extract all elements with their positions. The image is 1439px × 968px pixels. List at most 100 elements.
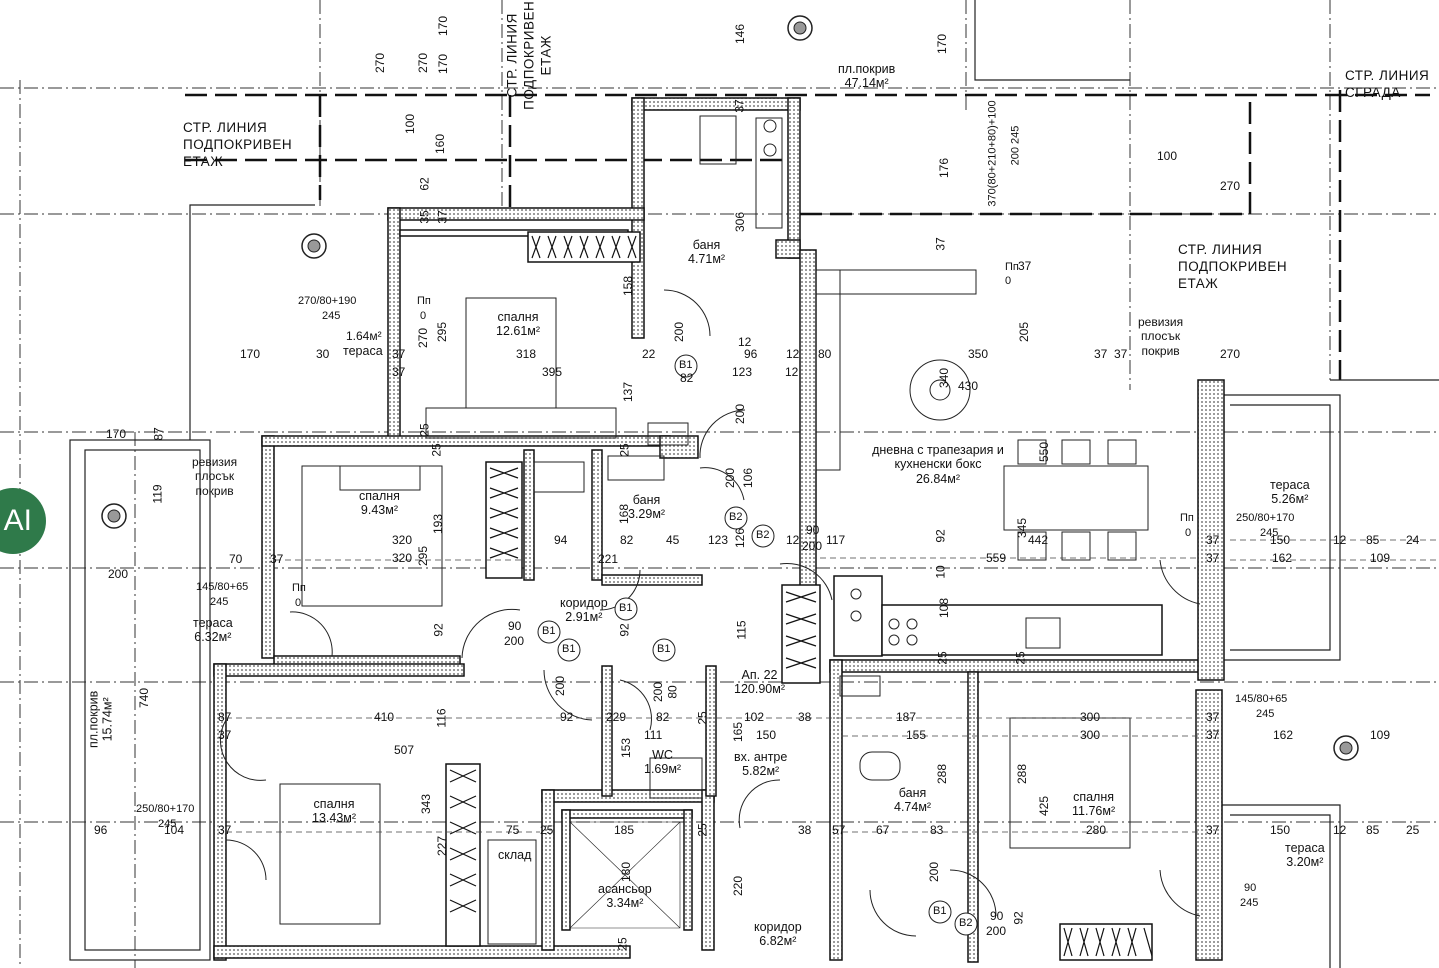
dim-label: 25 (1013, 651, 1028, 665)
dim-label: 150 (1270, 533, 1291, 547)
dim-label: 0 (295, 597, 302, 609)
room-storage: склад (498, 848, 532, 862)
dim-label: 82 (680, 371, 694, 385)
dim-label: 345 (1015, 517, 1030, 539)
dim-label: 57 (832, 823, 846, 837)
dim-label: 37 (218, 823, 232, 837)
dim-label: 37 (218, 728, 232, 742)
dim-label: 320 (392, 551, 413, 565)
dim-label: Пп (1180, 512, 1194, 524)
dim-label: 220 (731, 875, 746, 897)
dim-label: 37 (392, 347, 406, 361)
dim-label: 25 (617, 443, 632, 457)
dim-label: 25 (429, 443, 444, 457)
dim-label: 37 (392, 365, 406, 379)
dim-label: 83 (930, 823, 944, 837)
ai-badge[interactable]: AI (0, 488, 46, 554)
dim-label: 200 (733, 403, 748, 425)
note-line: ПОДПОКРИВЕН (521, 0, 537, 110)
dim-label: 370(80+210+80)+100 (986, 100, 999, 207)
revision-line: покрив (1141, 343, 1180, 358)
door-tag: B2 (959, 917, 973, 929)
dim-label: 80 (665, 685, 680, 699)
dim-label: 145/80+65 (196, 581, 249, 593)
dim-label: 92 (1011, 911, 1026, 925)
dim-label: 270/80+190 (298, 295, 357, 307)
dim-label: 200 (723, 467, 738, 489)
dim-label: 280 (1086, 823, 1107, 837)
dim-label: 185 (614, 823, 635, 837)
dim-label: 126 (733, 527, 748, 549)
dim-label: 82 (620, 533, 634, 547)
door-tag: B1 (542, 625, 556, 637)
dim-label: 245 (1256, 708, 1275, 720)
dim-label: 90 (806, 523, 820, 537)
dim-label: 227 (435, 835, 450, 857)
dim-label: 37 (1206, 533, 1220, 547)
dim-label: 104 (164, 823, 185, 837)
dim-label: 145/80+65 (1235, 693, 1288, 705)
dim-label: 180 (619, 861, 634, 883)
dim-label: 200 (504, 634, 525, 648)
dim-label: 37 (1206, 728, 1220, 742)
dim-label: 96 (744, 347, 758, 361)
dim-label: 245 (322, 310, 341, 322)
dim-label: 288 (1015, 763, 1030, 785)
note-line: ЕТАЖ (1178, 275, 1219, 291)
dim-label: 25 (615, 937, 630, 951)
dim-label: 90 (990, 909, 1004, 923)
dim-label: 115 (734, 620, 749, 640)
dim-label: 160 (433, 133, 448, 155)
door-tag: B1 (679, 359, 693, 371)
dim-label: 25 (540, 823, 554, 837)
walls (213, 97, 1225, 963)
dim-label: 300 (1080, 710, 1101, 724)
door-swings (219, 289, 1201, 937)
dim-label: 90 (1244, 882, 1257, 894)
dim-label: 111 (644, 728, 663, 742)
dim-label: 92 (560, 710, 574, 724)
dim-label: 350 (968, 347, 989, 361)
dim-label: 295 (435, 321, 450, 343)
dim-label: 92 (431, 623, 446, 637)
dim-label: 12 (738, 335, 752, 349)
dim-label: 25 (1406, 823, 1420, 837)
dim-label: 82 (656, 710, 670, 724)
dim-label: 170 (106, 427, 127, 441)
dim-label: 170 (436, 15, 451, 37)
room-terrace-small: тераса (343, 344, 383, 358)
dim-label: 62 (417, 177, 432, 191)
dim-label: 165 (731, 721, 746, 743)
revision-line: ревизия (1138, 315, 1184, 329)
door-tag: B1 (562, 643, 576, 655)
note-line-top-left: СТР. ЛИНИЯ ПОДПОКРИВЕН ЕТАЖ (183, 120, 292, 171)
dim-label: 37 (270, 552, 284, 566)
wardrobe-hatching (449, 235, 1153, 957)
dim-label: 37 (732, 99, 747, 113)
dim-label: 24 (1406, 533, 1420, 547)
dim-label: 37 (1206, 551, 1220, 565)
dim-label: 119 (150, 484, 165, 504)
dim-label: 102 (744, 710, 765, 724)
dim-label: 94 (554, 533, 568, 547)
dim-label: 45 (666, 533, 680, 547)
dim-label: 117 (826, 533, 846, 547)
dim-label: 200 (651, 681, 666, 703)
dim-label: 1.64м² (346, 329, 382, 343)
dim-label: 109 (1370, 728, 1391, 742)
dim-label: 425 (1037, 795, 1052, 817)
dim-label: 30 (316, 347, 330, 361)
dim-label: 37 (1206, 823, 1220, 837)
dim-label: 150 (756, 728, 777, 742)
dim-label: Пп (417, 295, 431, 307)
